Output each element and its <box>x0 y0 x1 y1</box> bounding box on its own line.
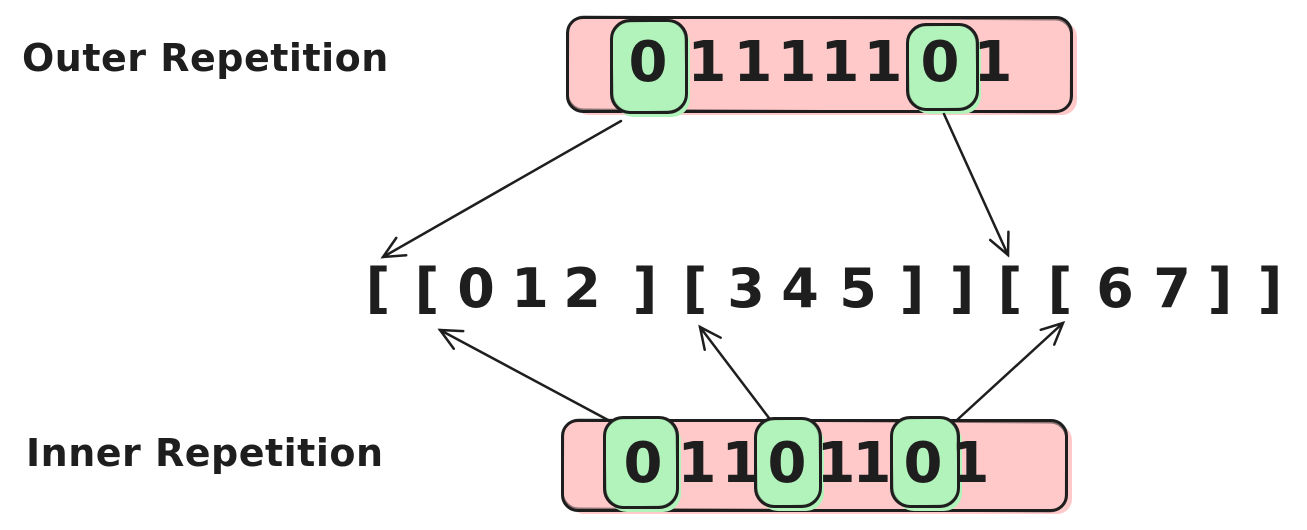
expr-token-4: 2 <box>563 257 601 320</box>
inner-bit-7: 1 <box>950 431 990 496</box>
expr-token-3: 1 <box>511 257 549 320</box>
inner-repetition-label: Inner Repetition <box>26 431 384 475</box>
outer-bit-2: 1 <box>733 30 773 95</box>
outer-bit-7: 1 <box>973 30 1013 95</box>
expr-token-1: [ <box>414 257 440 320</box>
inner-bit-4: 1 <box>816 431 856 496</box>
arrow-outer-6 <box>942 112 1010 258</box>
inner-highlight-0 <box>603 416 679 509</box>
outer-bit-1: 1 <box>687 30 727 95</box>
outer-highlight-0 <box>610 19 688 114</box>
expr-token-14: 6 <box>1096 257 1134 320</box>
inner-bit-1: 1 <box>677 431 717 496</box>
inner-bit-0: 0 <box>623 431 663 496</box>
outer-highlight-6 <box>906 23 979 111</box>
arrow-inner-0 <box>437 328 610 422</box>
inner-bit-3: 0 <box>767 431 807 496</box>
expr-token-8: 4 <box>781 257 819 320</box>
inner-bit-6: 0 <box>903 431 943 496</box>
inner-bit-5: 1 <box>852 431 892 496</box>
expr-token-13: [ <box>1047 257 1073 320</box>
outer-bit-3: 1 <box>777 30 817 95</box>
expr-token-17: ] <box>1257 257 1283 320</box>
inner-bit-2: 1 <box>721 431 761 496</box>
outer-repetition-label: Outer Repetition <box>22 36 389 80</box>
expr-token-11: ] <box>949 257 975 320</box>
arrow-inner-3 <box>698 324 771 420</box>
expr-token-5: ] <box>632 257 658 320</box>
expr-token-10: ] <box>899 257 925 320</box>
expr-token-9: 5 <box>839 257 877 320</box>
outer-bit-0: 0 <box>628 30 668 95</box>
arrow-outer-0 <box>380 119 623 259</box>
expr-token-0: [ <box>365 257 391 320</box>
expr-token-7: 3 <box>727 257 765 320</box>
outer-bit-4: 1 <box>820 30 860 95</box>
outer-bit-6: 0 <box>920 30 960 95</box>
expr-token-12: [ <box>997 257 1023 320</box>
inner-highlight-3 <box>754 417 822 508</box>
arrow-inner-6 <box>955 321 1066 422</box>
inner-highlight-6 <box>890 416 960 508</box>
expr-token-2: 0 <box>457 257 495 320</box>
expr-token-15: 7 <box>1153 257 1191 320</box>
expr-token-16: ] <box>1207 257 1233 320</box>
expr-token-6: [ <box>682 257 708 320</box>
outer-bit-5: 1 <box>863 30 903 95</box>
